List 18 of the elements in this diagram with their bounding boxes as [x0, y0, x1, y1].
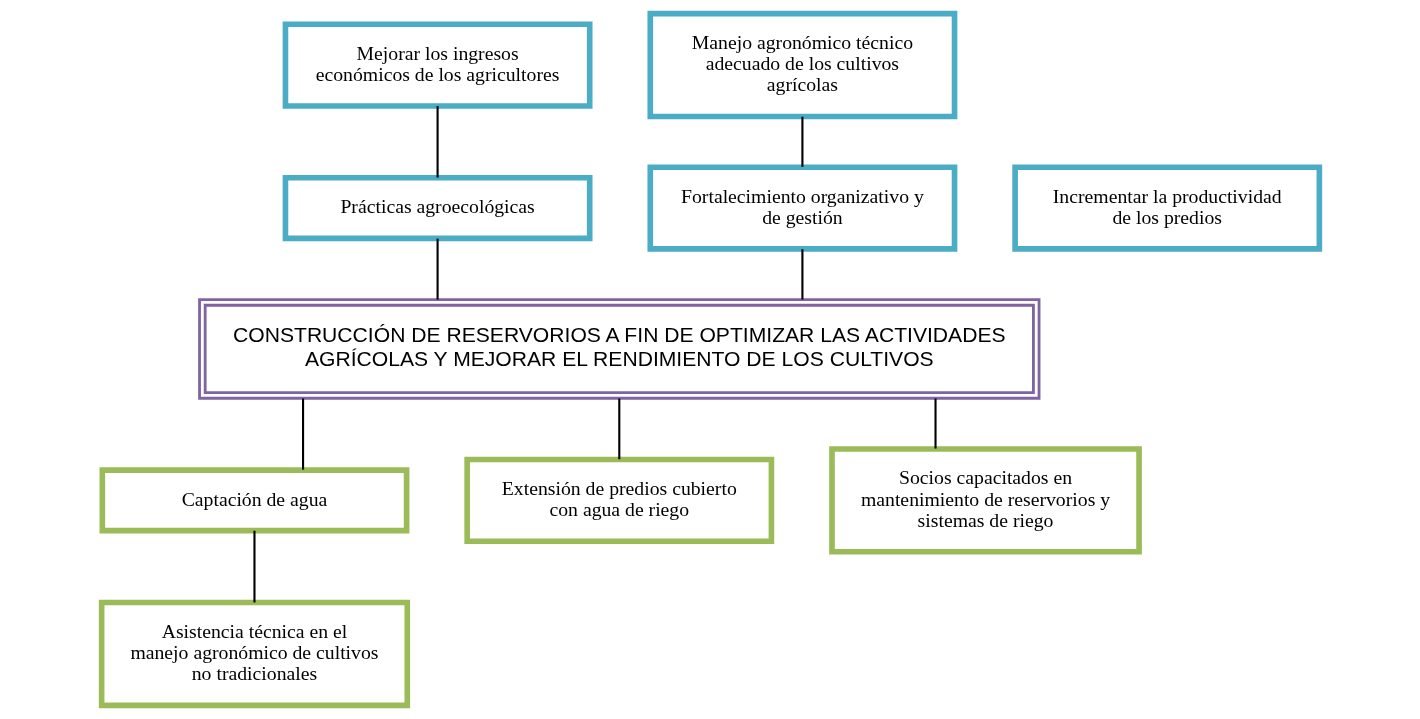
node-box: CONSTRUCCIÓN DE RESERVORIOS A FIN DE OPTIMIZAR LAS ACTIVIDADES AGRÍCOLAS Y MEJORAR EL RENDIMIENTO DE LOS CULTIVOS	[197, 298, 1040, 400]
connector	[800, 249, 803, 300]
node-box: Mejorar los ingresos económicos de los agricultores	[282, 21, 593, 109]
node-box: Manejo agronómico técnico adecuado de los cultivos agrícolas	[646, 10, 957, 120]
node-box: Incrementar la productividad de los predios	[1011, 164, 1322, 252]
connector	[252, 530, 256, 603]
node-box: Prácticas agroecológicas	[282, 174, 593, 242]
node-box: Socios capacitados en mantenimiento de reservorios y sistemas de riego	[828, 446, 1142, 555]
node-box: Asistencia técnica en el manejo agronómico de cultivos no tradicionales	[98, 599, 410, 709]
connector	[617, 398, 620, 460]
connector	[800, 116, 803, 167]
connector	[933, 398, 937, 449]
node-box: Extensión de predios cubierto con agua de riego	[463, 456, 774, 545]
connector	[436, 106, 439, 178]
connector	[436, 238, 439, 300]
node-box: Captación de agua	[99, 467, 409, 534]
connector	[301, 398, 304, 470]
node-box: Fortalecimiento organizativo y de gestión	[646, 164, 957, 252]
